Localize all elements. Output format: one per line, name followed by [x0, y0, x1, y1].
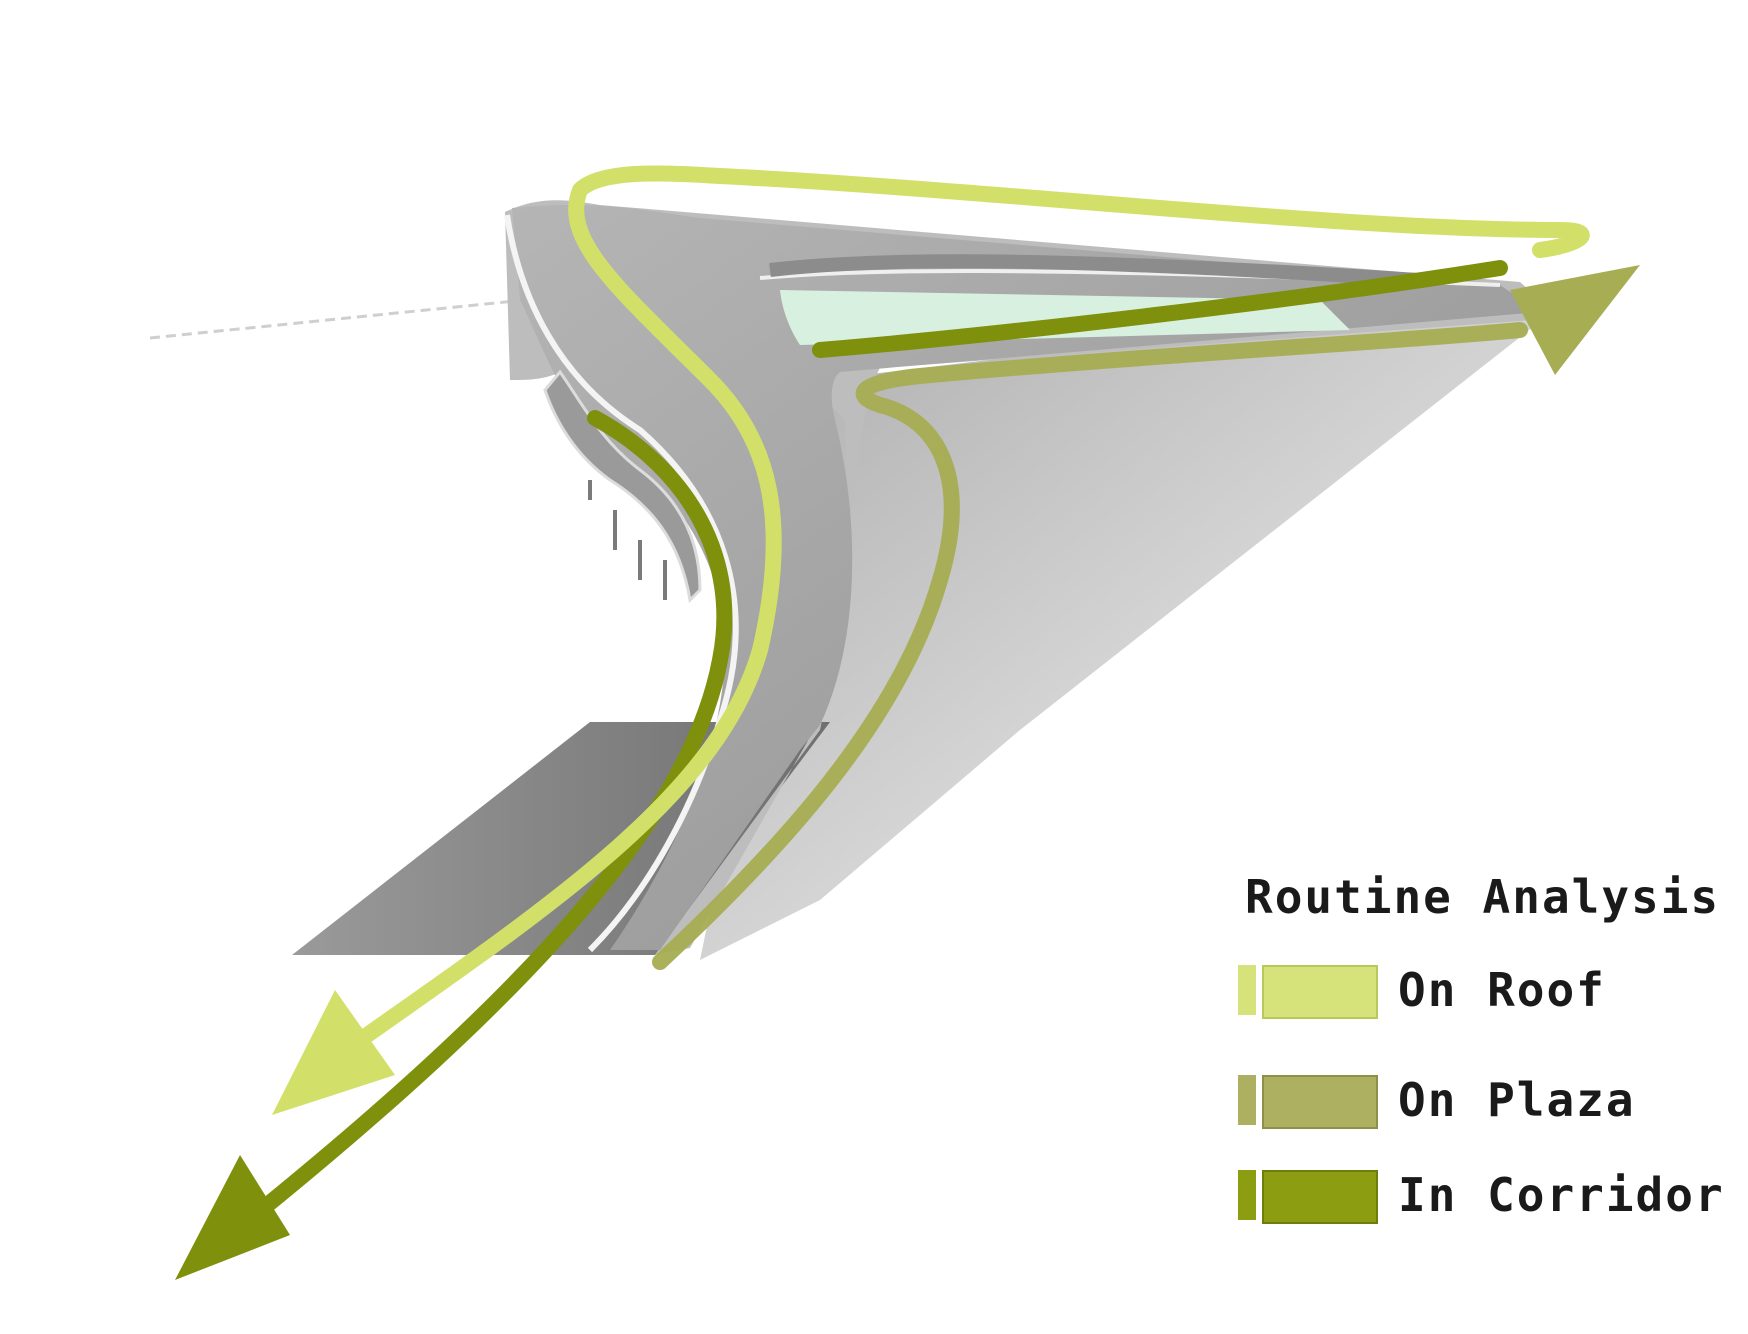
legend-swatch-roof	[1238, 965, 1378, 1015]
legend-title: Routine Analysis	[1245, 870, 1720, 924]
corridor-arrowhead	[175, 1155, 290, 1280]
legend-label-plaza: On Plaza	[1398, 1073, 1636, 1127]
legend-swatch-corridor	[1238, 1170, 1378, 1220]
legend-label-roof: On Roof	[1398, 963, 1606, 1017]
plaza-arrowhead	[1510, 265, 1640, 375]
legend-swatch-plaza	[1238, 1075, 1378, 1125]
ground-line	[150, 300, 525, 338]
roof-arrowhead	[272, 990, 395, 1115]
legend-label-corridor: In Corridor	[1398, 1168, 1725, 1222]
